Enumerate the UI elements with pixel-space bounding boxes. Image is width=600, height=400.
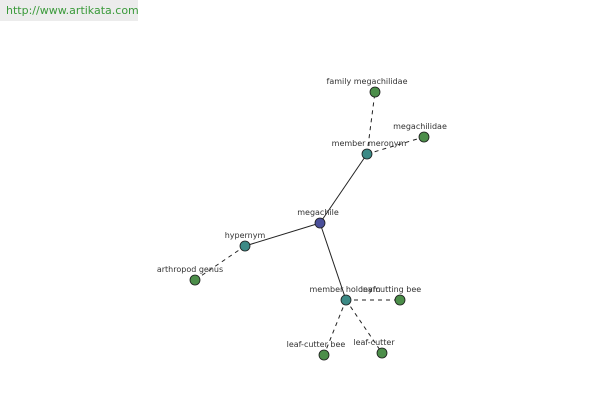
node-label-megachile[interactable]: megachile [297,208,339,217]
edge-hypernym-to-arthropod-genus [194,245,246,281]
edge-member-meronym-to-family-megachilidae [366,91,376,155]
node-label-family-megachilidae[interactable]: family megachilidae [327,77,408,86]
node-label-member-holonym[interactable]: member holonym [309,285,380,294]
node-member-meronym[interactable] [361,148,373,160]
edge-megachile-to-hypernym [244,222,321,247]
node-leaf-cutter-bee[interactable] [318,349,330,361]
node-megachilidae[interactable] [418,131,430,143]
node-arthropod-genus[interactable] [189,274,201,286]
graph-nodes [189,86,430,361]
edge-member-holonym-to-leaf-cutter-bee [323,299,347,356]
node-leafcutting-bee[interactable] [394,294,406,306]
node-label-hypernym[interactable]: hypernym [225,231,266,240]
graph-labels: megachile member meronym hypernym member ho… [157,77,447,349]
node-megachile[interactable] [314,217,326,229]
node-label-leaf-cutter[interactable]: leaf-cutter [353,338,395,347]
node-label-leaf-cutter-bee[interactable]: leaf-cutter bee [287,340,346,349]
node-label-leafcutting-bee[interactable]: leafcutting bee [361,285,422,294]
node-member-holonym[interactable] [340,294,352,306]
edge-megachile-to-member-holonym [319,222,347,301]
node-label-member-meronym[interactable]: member meronym [332,139,407,148]
edge-megachile-to-member-meronym [319,153,368,224]
site-url-link[interactable]: http://www.artikata.com [6,4,139,17]
node-label-arthropod-genus[interactable]: arthropod genus [157,265,223,274]
node-leaf-cutter[interactable] [376,347,388,359]
node-family-megachilidae[interactable] [369,86,381,98]
site-url-banner: http://www.artikata.com [0,0,139,21]
edge-member-meronym-to-megachilidae [366,136,425,155]
edge-member-holonym-to-leaf-cutter [345,299,383,354]
node-hypernym[interactable] [239,240,251,252]
graph-edges [194,91,425,356]
node-label-megachilidae[interactable]: megachilidae [393,122,447,131]
